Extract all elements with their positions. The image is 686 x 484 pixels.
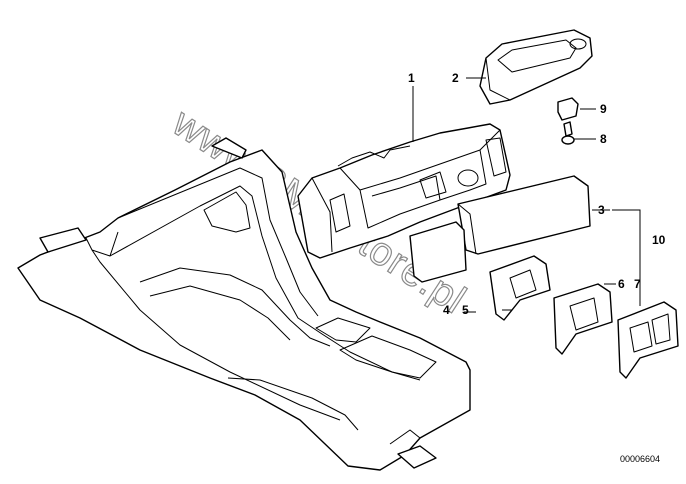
label-2: 2	[452, 71, 459, 85]
label-6: 6	[618, 277, 625, 291]
label-1: 1	[408, 71, 415, 85]
part-7-insert	[617, 301, 679, 379]
part-2	[479, 29, 593, 105]
part-9	[557, 97, 579, 121]
part-6-insert	[553, 283, 613, 355]
part-3-panel	[457, 175, 591, 255]
label-7: 7	[634, 277, 641, 291]
label-3: 3	[598, 203, 605, 217]
part-4-panel	[409, 221, 467, 283]
part-5-insert	[489, 255, 551, 321]
label-9: 9	[600, 102, 607, 116]
leader-lines	[412, 77, 641, 313]
diagram-code: 00006604	[620, 454, 660, 464]
label-8: 8	[600, 132, 607, 146]
label-5: 5	[462, 303, 469, 317]
part-8	[561, 121, 575, 145]
part-1-housing	[297, 123, 511, 259]
label-10: 10	[652, 233, 666, 247]
center-console	[17, 137, 471, 471]
label-4: 4	[443, 303, 450, 317]
